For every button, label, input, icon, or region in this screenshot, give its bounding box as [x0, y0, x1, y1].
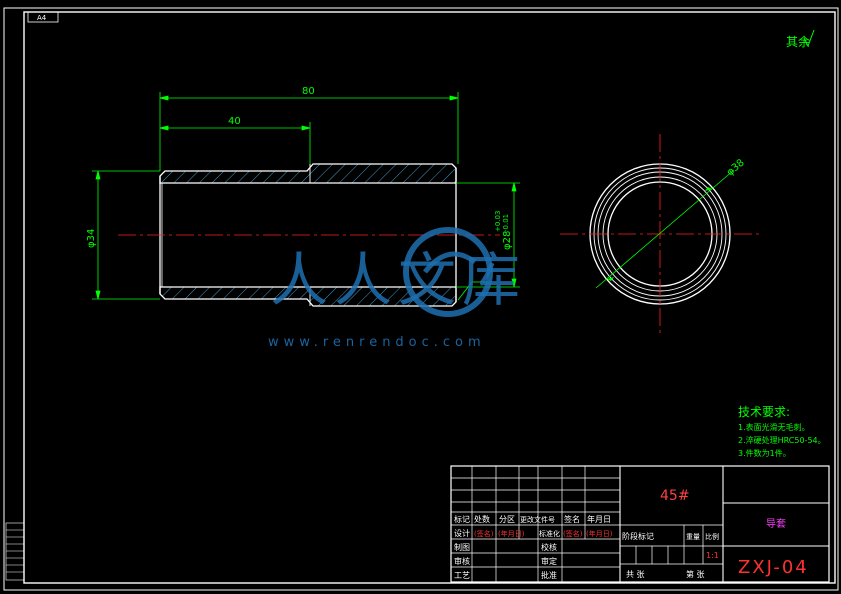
inner-frame — [23, 11, 836, 584]
review-label: 审核 — [454, 556, 470, 566]
part-name: 导套 — [766, 517, 786, 530]
top-wall-hatch — [162, 171, 310, 183]
rev-header: 签名 — [564, 514, 580, 524]
sheet-total: 共 张 — [626, 570, 645, 579]
stage-header: 阶段标记 — [622, 531, 654, 541]
dim-bore-tol-lower: -0.01 — [502, 214, 510, 232]
draw-label: 制图 — [454, 542, 470, 552]
roughness-symbol — [803, 29, 815, 48]
dimensions — [92, 92, 520, 301]
watermark-name: 人人文库 — [270, 246, 526, 314]
end-view — [560, 134, 760, 334]
approve-label: 审定 — [541, 556, 557, 566]
tech-req-item: 1.表面光滑无毛刺。 — [738, 422, 810, 432]
design-date: (年月日) — [498, 529, 525, 538]
tech-req-item: 3.件数为1件。 — [738, 448, 791, 458]
weight-header: 重量 — [686, 533, 700, 541]
left-edge-strip — [5, 522, 25, 581]
std-sign: (签名) — [563, 529, 583, 538]
scale-header: 比例 — [705, 532, 719, 541]
roughness-note: 其余 — [786, 34, 810, 49]
check-label: 校核 — [541, 542, 557, 552]
sheet-number: 第 张 — [686, 569, 705, 579]
scale-value: 1:1 — [706, 551, 719, 560]
authorize-label: 批准 — [541, 570, 557, 580]
drawing-number: ZXJ-04 — [738, 557, 809, 578]
end-view-dia-leader — [595, 169, 735, 289]
dim-step-length: 40 — [228, 116, 241, 127]
process-label: 工艺 — [454, 571, 470, 580]
rev-header: 标记 — [454, 514, 470, 524]
dim-bore-tol-upper: +0.03 — [494, 211, 502, 232]
design-sign: (签名) — [474, 529, 494, 538]
size-label-box — [27, 11, 59, 23]
tech-req-title: 技术要求: — [738, 405, 790, 419]
rev-header: 分区 — [499, 515, 515, 524]
dim-bore-dia: φ28 — [502, 231, 513, 250]
dim-outer-dia: φ34 — [86, 229, 97, 248]
material: 45# — [660, 488, 690, 504]
watermark-url: www.renrendoc.com — [268, 335, 486, 350]
tech-req-item: 2.淬硬处理HRC50-54。 — [738, 435, 826, 445]
standardization-label: 标准化 — [539, 529, 560, 538]
section-view — [118, 163, 500, 307]
bottom-wall-hatch — [162, 287, 310, 299]
outer-frame — [3, 7, 839, 591]
design-label: 设计 — [454, 528, 470, 538]
rev-header: 处数 — [474, 514, 490, 524]
watermark-logo — [403, 227, 493, 317]
rev-header: 年月日 — [587, 514, 611, 524]
top-wall-hatch-right — [310, 164, 456, 183]
dim-end-view-dia: φ38 — [725, 157, 747, 178]
size-label: A4 — [37, 14, 47, 22]
dim-overall-length: 80 — [302, 86, 315, 97]
std-date: (年月日) — [586, 529, 613, 538]
title-block — [450, 465, 830, 583]
rev-header: 更改文件号 — [520, 515, 555, 524]
